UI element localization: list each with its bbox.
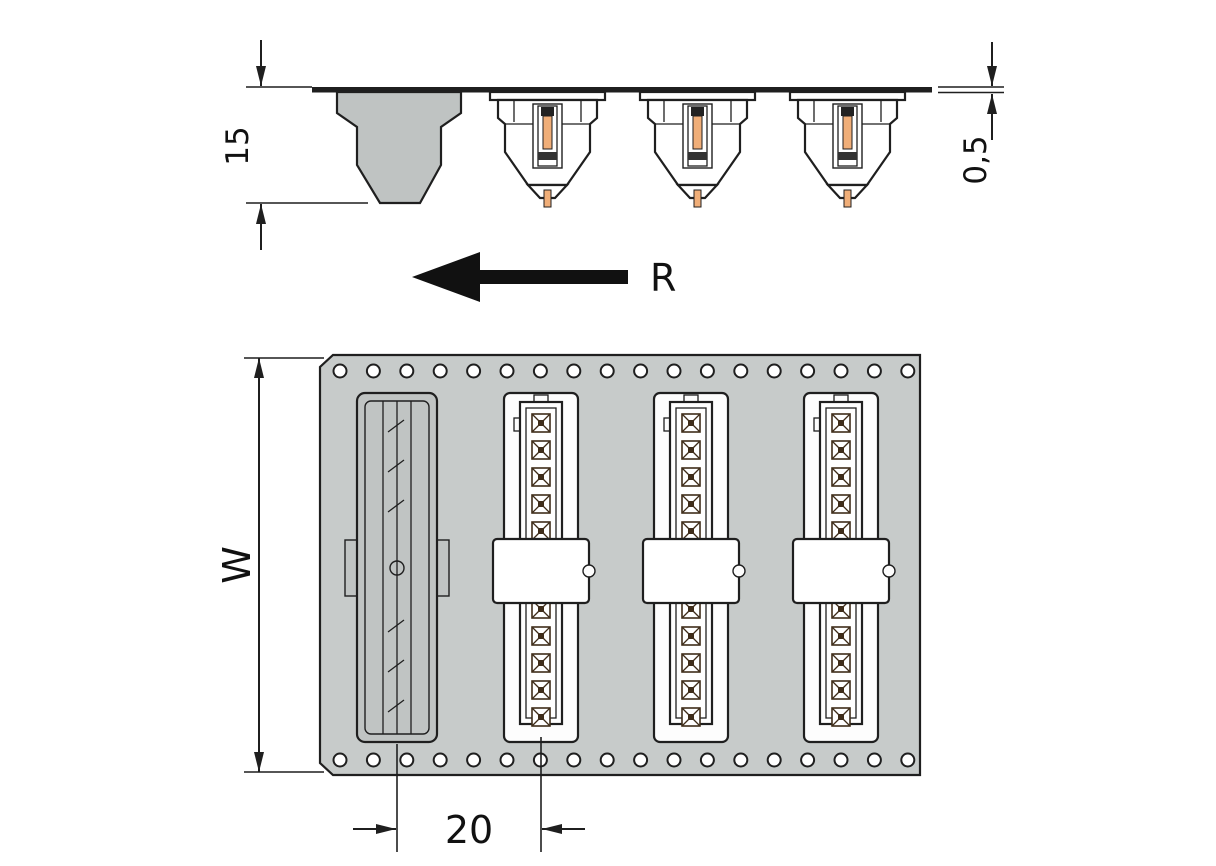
carrier-tape	[318, 353, 922, 777]
sprocket-holes-top	[332, 363, 916, 379]
blank-carrier-side	[335, 90, 463, 205]
sprocket-hole	[365, 752, 381, 768]
sprocket-hole	[699, 752, 715, 768]
sprocket-hole	[633, 363, 649, 379]
dimension-height-15: 15	[220, 40, 368, 250]
sprocket-hole	[699, 363, 715, 379]
sprocket-hole	[800, 752, 816, 768]
sprocket-hole	[866, 752, 882, 768]
sprocket-hole	[432, 363, 448, 379]
connector-side-3	[788, 90, 907, 209]
dim-label-R: R	[650, 256, 676, 300]
sprocket-hole	[833, 752, 849, 768]
dim-label-0-5: 0,5	[958, 135, 994, 184]
sprocket-hole	[599, 363, 615, 379]
empty-pocket	[344, 391, 450, 744]
dim-label-W: W	[215, 546, 259, 584]
sprocket-hole	[733, 363, 749, 379]
sprocket-hole	[566, 752, 582, 768]
sprocket-hole	[900, 363, 916, 379]
sprocket-hole	[399, 752, 415, 768]
sprocket-hole	[466, 363, 482, 379]
sprocket-hole	[833, 363, 849, 379]
sprocket-hole	[399, 363, 415, 379]
sprocket-holes-bottom	[332, 752, 916, 768]
side-view: 15 0,5	[220, 40, 1004, 250]
sprocket-hole	[666, 752, 682, 768]
sprocket-hole	[499, 752, 515, 768]
sprocket-hole	[666, 363, 682, 379]
top-view: W 20	[215, 353, 922, 852]
sprocket-hole	[332, 752, 348, 768]
sprocket-hole	[332, 363, 348, 379]
sprocket-hole	[499, 363, 515, 379]
sprocket-hole	[566, 363, 582, 379]
feed-direction-arrow-icon	[412, 252, 628, 302]
dimension-pitch-20: 20	[353, 737, 585, 852]
sprocket-hole	[800, 363, 816, 379]
sprocket-hole	[432, 752, 448, 768]
sprocket-hole	[900, 752, 916, 768]
sprocket-hole	[866, 363, 882, 379]
sprocket-hole	[599, 752, 615, 768]
connector-side-1	[488, 90, 607, 209]
dimension-thickness-0-5: 0,5	[938, 42, 1004, 185]
sprocket-hole	[766, 363, 782, 379]
sprocket-hole	[733, 752, 749, 768]
dim-label-20: 20	[445, 808, 493, 852]
sprocket-hole	[532, 363, 548, 379]
dim-label-15: 15	[220, 126, 256, 165]
connector-side-2	[638, 90, 757, 209]
dimension-width-W: W	[215, 357, 324, 773]
tape-strip-side	[312, 87, 932, 93]
sprocket-hole	[466, 752, 482, 768]
sprocket-hole	[365, 363, 381, 379]
sprocket-hole	[766, 752, 782, 768]
feed-direction: R	[412, 252, 676, 302]
sprocket-hole	[633, 752, 649, 768]
